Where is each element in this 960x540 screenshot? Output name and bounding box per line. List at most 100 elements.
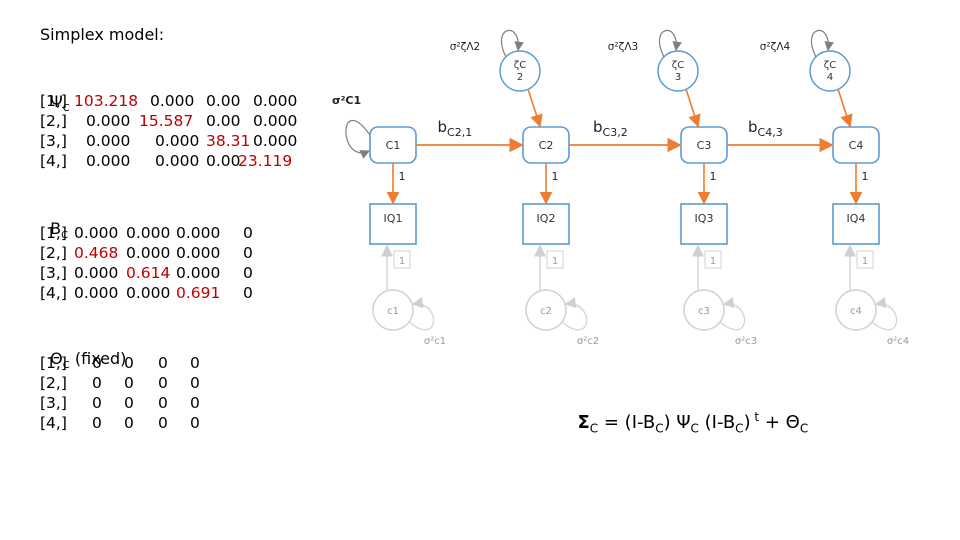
psi-cell: 0.000: [253, 92, 298, 110]
disturbance-variance-label: σ²ζΛ2: [450, 41, 480, 53]
regression-label: bC3,2: [593, 118, 628, 139]
beta-cell: 0.000: [74, 284, 119, 302]
psi-cell: 0.000: [150, 92, 195, 110]
beta-cell: 0.000: [74, 264, 119, 282]
regression-label: bC4,3: [748, 118, 783, 139]
theta-row-label: [4,]: [40, 414, 67, 432]
formula-transpose: t: [750, 410, 760, 424]
latent-node-label: C1: [386, 139, 401, 152]
beta-cell: 0.691: [176, 284, 221, 302]
formula-part-3: (I-B: [698, 412, 736, 433]
observed-node-label: IQ1: [384, 212, 403, 225]
disturbance-label-top: ζC: [514, 60, 526, 71]
page-title: Simplex model:: [40, 25, 165, 44]
error-loading-label: 1: [552, 256, 558, 267]
theta-symbol: Θ: [50, 349, 63, 368]
regression-label-sub: C2,1: [447, 126, 472, 139]
error-variance-label: σ²c1: [424, 336, 446, 347]
psi-symbol: Ψ: [50, 92, 63, 111]
beta-sub: C: [61, 230, 69, 242]
error-loading-label: 1: [399, 256, 405, 267]
beta-cell: 0: [243, 224, 253, 242]
theta-cell: 0: [158, 394, 168, 412]
error-node: [372, 289, 414, 331]
latent-node-label: C3: [697, 139, 712, 152]
psi-cell: 0.00: [206, 92, 241, 110]
error-variance-label: σ²c4: [887, 336, 909, 347]
beta-cell: 0: [243, 284, 253, 302]
error-variance-label: σ²c3: [735, 336, 757, 347]
theta-cell: 0: [124, 354, 134, 372]
error-variance-loop: [871, 297, 898, 331]
error-loading-label: 1: [862, 256, 868, 267]
psi-cell: 103.218: [74, 92, 139, 110]
error-node-label: c4: [850, 306, 862, 317]
disturbance-variance-label: σ²ζΛ3: [608, 41, 638, 53]
observed-node: [680, 203, 728, 245]
disturbance-variance-loop: [658, 30, 682, 58]
theta-cell: 0: [190, 414, 200, 432]
regression-label-sub: C3,2: [603, 126, 628, 139]
beta-cell: 0.000: [176, 244, 221, 262]
error-loading-box: [546, 250, 564, 269]
formula-sub-3: C: [690, 421, 699, 436]
c1-variance-label: σ²C1: [332, 94, 361, 107]
formula-part-1: = (I-B: [598, 412, 656, 433]
theta-row-label: [2,]: [40, 374, 67, 392]
psi-cell: 38.31: [206, 132, 251, 150]
error-node-label: c1: [387, 306, 399, 317]
beta-cell: 0.000: [176, 224, 221, 242]
psi-sub: C: [62, 103, 70, 115]
disturbance-variance-label: σ²ζΛ4: [760, 41, 791, 53]
disturbance-label-bottom: 2: [517, 72, 523, 83]
beta-cell: 0.468: [74, 244, 119, 262]
disturbance-label-bottom: 4: [827, 72, 833, 83]
formula-part-4: ): [743, 412, 751, 433]
beta-cell: 0.000: [74, 224, 119, 242]
error-variance-loop: [561, 297, 588, 331]
theta-cell: 0: [124, 414, 134, 432]
error-loading-label: 1: [710, 256, 716, 267]
formula-sub-4: C: [735, 421, 744, 436]
loading-label: 1: [552, 170, 559, 183]
psi-cell: 0.000: [253, 132, 298, 150]
error-loading-box: [393, 250, 411, 269]
theta-cell: 0: [92, 354, 102, 372]
theta-cell: 0: [158, 374, 168, 392]
psi-matrix-title: ΨC: [40, 73, 70, 114]
error-node: [835, 289, 877, 331]
beta-cell: 0.000: [126, 224, 171, 242]
regression-label: bC2,1: [438, 118, 473, 139]
formula-theta: Θ: [785, 412, 800, 433]
theta-cell: 0: [124, 394, 134, 412]
beta-row-label: [4,]: [40, 284, 67, 302]
theta-fixed-note: (fixed): [69, 349, 127, 368]
error-node-label: c3: [698, 306, 710, 317]
observed-node-label: IQ3: [695, 212, 714, 225]
formula-sub-5: C: [799, 421, 809, 436]
beta-matrix-title: BC: [40, 200, 68, 241]
psi-cell: 23.119: [238, 152, 293, 170]
disturbance-arrow: [685, 88, 701, 128]
theta-cell: 0: [92, 414, 102, 432]
observed-node-label: IQ4: [847, 212, 866, 225]
psi-row-label: [3,]: [40, 132, 67, 150]
psi-cell: 15.587: [139, 112, 194, 130]
beta-cell: 0.000: [126, 284, 171, 302]
disturbance-arrow: [837, 88, 853, 128]
observed-node: [522, 203, 570, 245]
theta-cell: 0: [92, 374, 102, 392]
beta-cell: 0.614: [126, 264, 171, 282]
theta-cell: 0: [190, 394, 200, 412]
disturbance-variance-loop: [810, 30, 834, 58]
latent-node-label: C2: [539, 139, 554, 152]
regression-label-main: b: [593, 118, 603, 136]
error-loading-box: [704, 250, 722, 269]
formula-sub-2: C: [655, 421, 664, 436]
psi-cell: 0.000: [86, 132, 131, 150]
error-variance-loop: [719, 297, 746, 331]
theta-cell: 0: [92, 394, 102, 412]
covariance-formula: ΣC = (I-BC) ΨC (I-BC) t + ΘC: [566, 389, 808, 436]
formula-psi: Ψ: [676, 412, 691, 433]
